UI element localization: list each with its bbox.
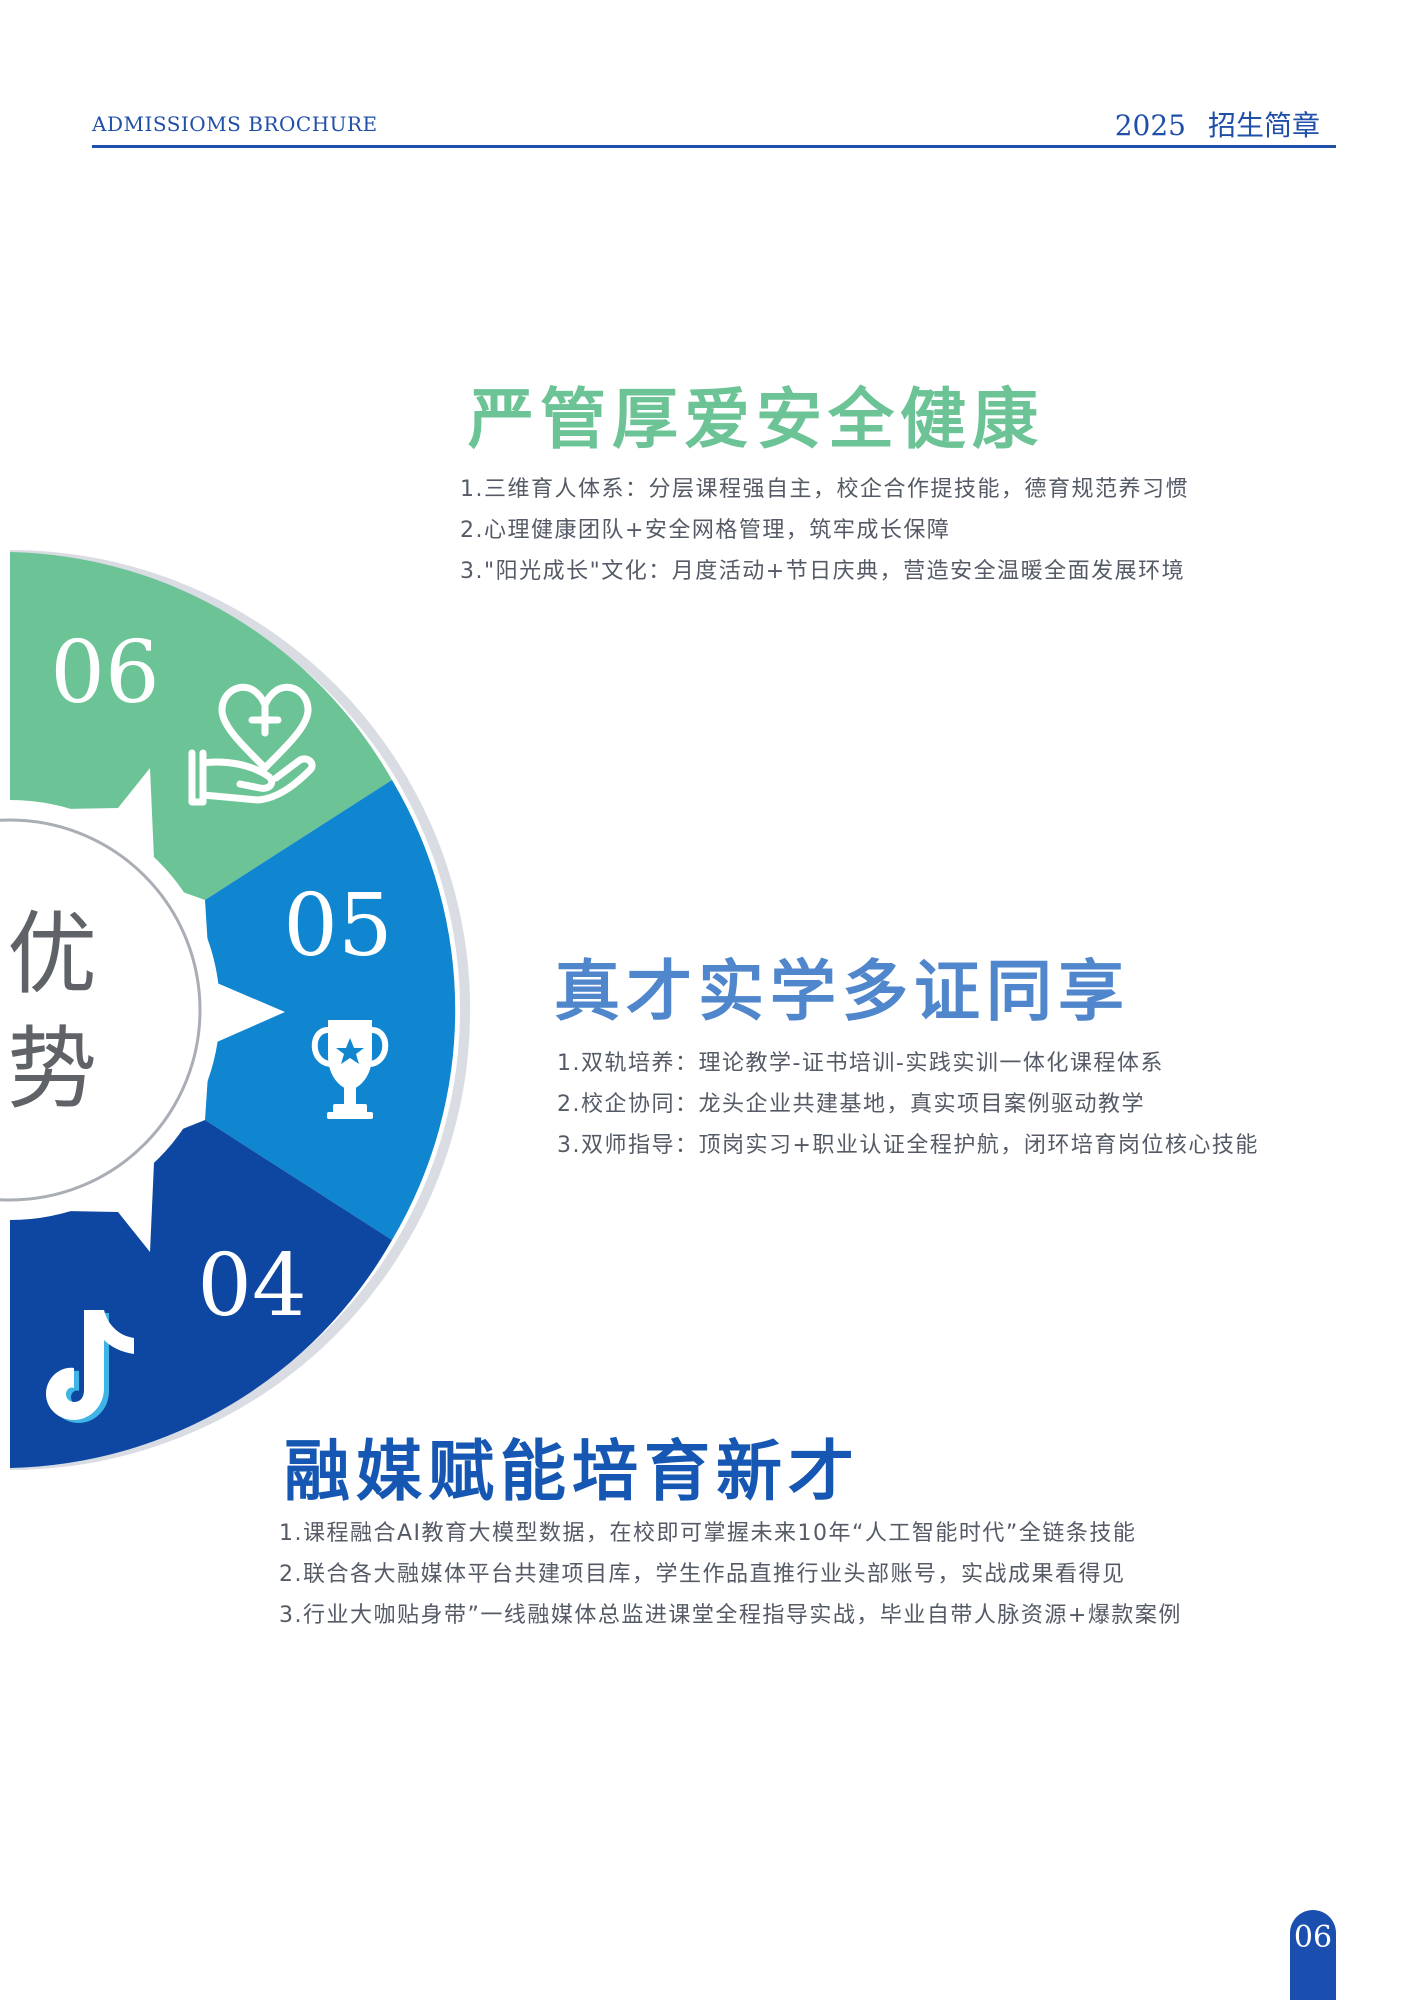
list-item: 3."阳光成长"文化：月度活动+节日庆典，营造安全温暖全面发展环境 xyxy=(460,559,1186,584)
segment-number-04: 04 xyxy=(197,1236,306,1336)
section-list-certificates: 1.双轨培养：理论教学-证书培训-实践实训一体化课程体系 2.校企协同：龙头企业… xyxy=(557,1043,1259,1166)
section-title-certificates: 真才实学多证同享 xyxy=(554,953,1130,1030)
section-title-media: 融媒赋能培育新才 xyxy=(284,1433,860,1510)
wheel-segment-05 xyxy=(205,780,456,1240)
list-item: 3.行业大咖贴身带”一线融媒体总监进课堂全程指导实战，毕业自带人脉资源+爆款案例 xyxy=(279,1603,1182,1628)
advantage-wheel: 06 05 04 优 势 xyxy=(0,550,471,1470)
center-char-1: 优 xyxy=(7,902,97,1007)
wheel-center-circle xyxy=(0,818,202,1202)
section-title-safety: 严管厚爱安全健康 xyxy=(468,381,1044,458)
section-list-safety: 1.三维育人体系：分层课程强自主，校企合作提技能，德育规范养习惯 2.心理健康团… xyxy=(460,469,1189,592)
list-item: 3.双师指导：顶岗实习+职业认证全程护航，闭环培育岗位核心技能 xyxy=(557,1133,1259,1158)
section-list-media: 1.课程融合AI教育大模型数据，在校即可掌握未来10年“人工智能时代”全链条技能… xyxy=(279,1513,1182,1636)
wheel-segment-06 xyxy=(10,552,392,900)
page-number: 06 xyxy=(1293,1920,1333,1955)
center-char-2: 势 xyxy=(7,1017,97,1122)
tiktok-icon xyxy=(46,1310,134,1423)
heart-hand-icon xyxy=(188,683,316,806)
list-item: 2.校企协同：龙头企业共建基地，真实项目案例驱动教学 xyxy=(557,1092,1145,1117)
header-title: 2025 招生简章 xyxy=(1115,104,1320,144)
header-divider xyxy=(92,145,1336,148)
page-number-tab xyxy=(1290,1910,1336,2000)
trophy-icon xyxy=(311,1020,389,1119)
list-item: 2.心理健康团队+安全网格管理，筑牢成长保障 xyxy=(460,518,951,543)
list-item: 1.三维育人体系：分层课程强自主，校企合作提技能，德育规范养习惯 xyxy=(460,477,1189,502)
list-item: 1.课程融合AI教育大模型数据，在校即可掌握未来10年“人工智能时代”全链条技能 xyxy=(279,1521,1137,1546)
list-item: 2.联合各大融媒体平台共建项目库，学生作品直推行业头部账号，实战成果看得见 xyxy=(279,1562,1126,1587)
segment-number-06: 06 xyxy=(50,623,159,723)
header-brochure-title: 招生简章 xyxy=(1207,109,1320,142)
list-item: 1.双轨培养：理论教学-证书培训-实践实训一体化课程体系 xyxy=(557,1051,1164,1076)
header-year: 2025 xyxy=(1114,109,1186,142)
brochure-label: ADMISSIOMS BROCHURE xyxy=(92,112,378,136)
segment-number-05: 05 xyxy=(283,876,392,976)
